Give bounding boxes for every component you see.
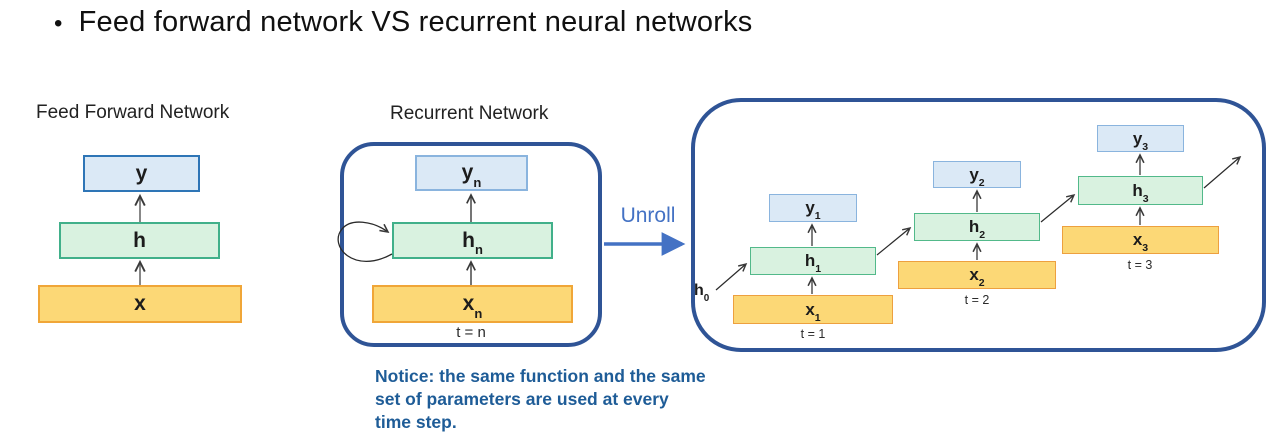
rnn-section-label: Recurrent Network (390, 103, 549, 124)
title-bullet: • (54, 10, 63, 37)
ffn-section-label: Feed Forward Network (36, 102, 230, 123)
step3-input-box: x3 (1062, 226, 1219, 254)
step3-hidden-box: h3 (1078, 176, 1203, 205)
step1-hidden-box: h1 (750, 247, 876, 275)
slide-title: • Feed forward network VS recurrent neur… (54, 6, 752, 42)
title-text: Feed forward network VS recurrent neural… (78, 6, 753, 38)
step3-output-label: y3 (1132, 128, 1149, 153)
step1-output-label: y1 (805, 198, 821, 223)
ffn-output-box: y (83, 155, 200, 192)
ffn-output-label: y (135, 161, 148, 185)
unrolled-initial-state-label: h0 (694, 282, 710, 304)
step1-input-label: x1 (805, 299, 821, 324)
step3-time-label: t = 3 (1127, 258, 1153, 272)
step2-hidden-box: h2 (914, 213, 1040, 241)
step2-input-box: x2 (898, 261, 1056, 289)
ffn-hidden-label: h (133, 228, 146, 252)
ffn-input-label: x (134, 292, 146, 315)
step3-output-box: y3 (1097, 125, 1184, 152)
ffn-hidden-box: h (59, 222, 220, 259)
step1-input-box: x1 (733, 295, 893, 324)
step2-output-box: y2 (933, 161, 1021, 188)
step3-hidden-label: h3 (1132, 180, 1149, 205)
rnn-time-label: t = n (456, 324, 486, 341)
step2-hidden-label: h2 (968, 217, 986, 242)
step1-time-label: t = 1 (800, 327, 826, 341)
step2-time-label: t = 2 (964, 293, 990, 307)
step2-input-label: x2 (969, 265, 985, 290)
step1-output-box: y1 (769, 194, 857, 222)
rnn-hidden-box: hn (392, 222, 553, 259)
ffn-input-box: x (38, 285, 242, 323)
rnn-output-label: yn (461, 161, 482, 190)
unroll-label: Unroll (620, 204, 676, 227)
step3-input-label: x3 (1132, 230, 1149, 255)
rnn-output-box: yn (415, 155, 528, 191)
notice-text: Notice: the same function and the same s… (375, 366, 706, 432)
step2-output-label: y2 (969, 164, 985, 189)
rnn-input-label: xn (462, 292, 483, 321)
step1-hidden-label: h1 (804, 251, 822, 276)
rnn-input-box: xn (372, 285, 573, 323)
unrolled-container (691, 98, 1266, 352)
rnn-hidden-label: hn (462, 228, 483, 258)
